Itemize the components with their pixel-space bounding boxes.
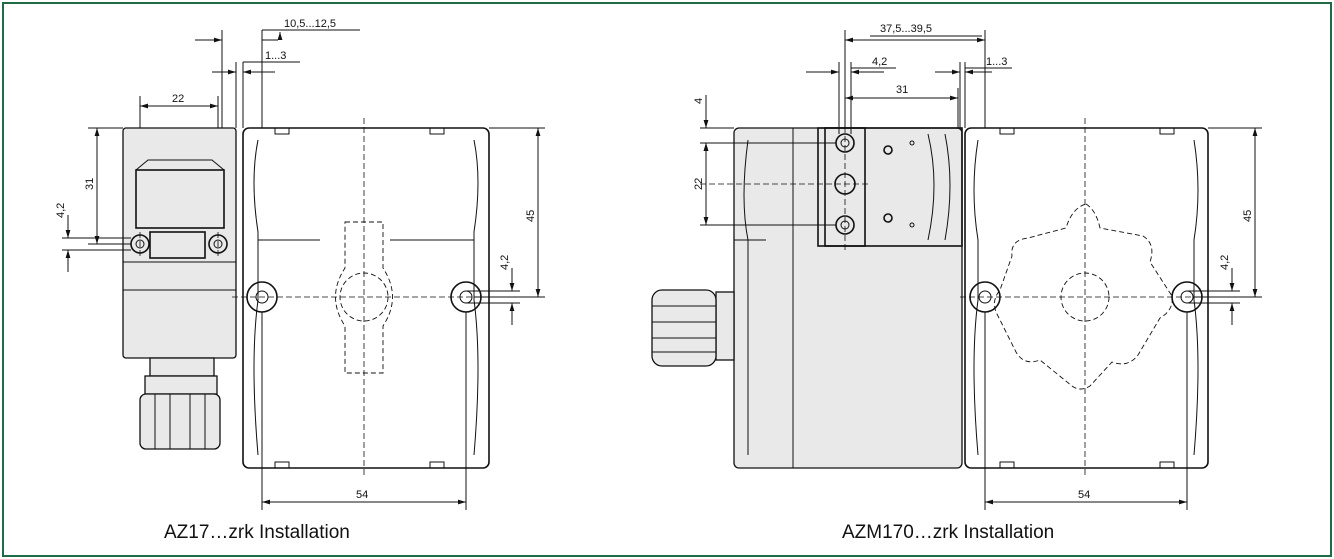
az17-label-10-5-12-5: 10,5...12,5: [284, 18, 336, 30]
az17-label-31: 31: [84, 178, 96, 190]
azm170-label-22: 22: [693, 178, 705, 190]
azm170-label-4-2-right: 4,2: [1219, 255, 1231, 270]
azm170-dim-1-3: [935, 62, 1012, 128]
azm170-label-31: 31: [896, 84, 908, 96]
azm170-dim-31: [845, 88, 959, 128]
azm170-dim-45: [1194, 127, 1262, 298]
azm170-dim-22: [700, 143, 836, 226]
az17-dim-4-2-right: [466, 268, 520, 325]
az17-label-45: 45: [525, 210, 537, 222]
az17-drawing: 10,5...12,5 1...3 22 31 4,2 45 4,2 54: [55, 18, 545, 510]
az17-actuator-plate: [242, 127, 490, 469]
az17-label-54: 54: [356, 489, 368, 501]
az17-dim-10-5-12-5: [195, 29, 360, 128]
azm170-cable-gland: [651, 289, 735, 367]
az17-dim-22: [139, 96, 219, 128]
azm170-dim-4-2-right: [1187, 268, 1240, 325]
azm170-drawing: 37,5...39,5 4,2 1...3 31 4 22 45 4,2 54: [651, 23, 1262, 510]
az17-label-22: 22: [172, 93, 184, 105]
az17-dim-4-2-left: [62, 215, 131, 272]
azm170-label-45: 45: [1242, 210, 1254, 222]
az17-dim-54: [261, 312, 467, 510]
az17-caption: AZ17…zrk Installation: [164, 522, 350, 543]
az17-dim-1-3: [212, 61, 300, 128]
azm170-label-4: 4: [693, 98, 705, 104]
az17-label-1-3: 1...3: [265, 50, 286, 62]
azm170-caption: AZM170…zrk Installation: [842, 522, 1055, 543]
azm170-dim-37-5-39-5: [844, 30, 986, 128]
azm170-label-37-5-39-5: 37,5...39,5: [880, 23, 932, 35]
az17-cable-gland: [139, 357, 221, 450]
azm170-label-54: 54: [1078, 489, 1090, 501]
az17-label-4-2-right: 4,2: [499, 255, 511, 270]
azm170-label-1-3: 1...3: [986, 56, 1007, 68]
azm170-actuator-plate: [964, 127, 1209, 469]
az17-label-4-2-left: 4,2: [55, 203, 67, 218]
azm170-dim-54: [984, 312, 1188, 510]
az17-dim-45: [474, 127, 545, 298]
azm170-label-4-2-top: 4,2: [872, 56, 887, 68]
az17-dim-31: [88, 127, 131, 245]
azm170-switch-body: [733, 127, 963, 469]
